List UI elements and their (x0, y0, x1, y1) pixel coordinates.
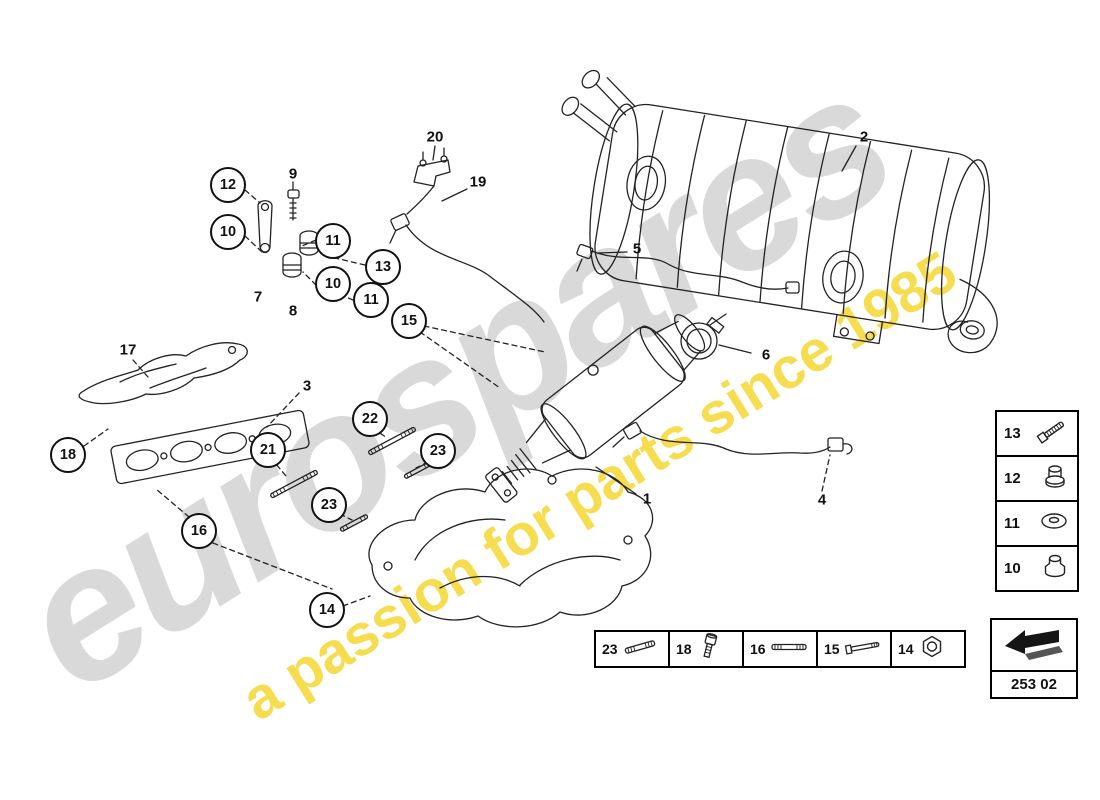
stud-drawings (270, 426, 433, 532)
callout-10[interactable]: 10 (210, 214, 246, 250)
label-3[interactable]: 3 (302, 377, 312, 395)
right-panel-cell-10[interactable]: 10 (995, 545, 1079, 592)
oxygen-sensor-4-drawing (612, 421, 853, 455)
oxygen-sensor-5-drawing (576, 243, 800, 294)
lock-nut-icon (918, 633, 946, 666)
legend-cell-16[interactable]: 16 (742, 630, 818, 668)
direction-arrow-icon (1001, 622, 1067, 669)
leader-lines-solid (292, 145, 857, 495)
callout-13[interactable]: 13 (365, 249, 401, 285)
callout-12[interactable]: 12 (210, 167, 246, 203)
label-2[interactable]: 2 (859, 128, 869, 146)
legend-cell-14[interactable]: 14 (890, 630, 966, 668)
legend-label-16: 16 (750, 641, 766, 657)
callout-16[interactable]: 16 (181, 513, 217, 549)
diagram-code: 253 02 (990, 672, 1078, 699)
right-panel-cell-12[interactable]: 12 (995, 455, 1079, 502)
callout-11[interactable]: 11 (315, 223, 351, 259)
right-panel-label-10: 10 (1004, 560, 1021, 577)
right-panel-cell-13[interactable]: 13 (995, 410, 1079, 457)
small-parts-drawing (257, 189, 319, 278)
right-fastener-panel: 13 12 (995, 410, 1079, 592)
legend-cell-18[interactable]: 18 (668, 630, 744, 668)
silencer-drawing (561, 69, 998, 354)
sensor-bracket-drawing (413, 147, 451, 187)
callout-22[interactable]: 22 (352, 401, 388, 437)
legend-cell-23[interactable]: 23 (594, 630, 670, 668)
label-5[interactable]: 5 (632, 240, 642, 258)
hex-bolt-icon (1034, 416, 1070, 451)
callout-15[interactable]: 15 (391, 303, 427, 339)
label-20[interactable]: 20 (426, 128, 444, 146)
right-panel-label-13: 13 (1004, 425, 1021, 442)
catalytic-converter-drawing (485, 314, 706, 503)
right-panel-label-12: 12 (1004, 470, 1021, 487)
right-panel-cell-11[interactable]: 11 (995, 500, 1079, 547)
callout-10b[interactable]: 10 (315, 266, 351, 302)
callout-11b[interactable]: 11 (353, 282, 389, 318)
lower-heat-shield-drawing (368, 468, 654, 628)
label-1[interactable]: 1 (642, 490, 652, 508)
stud-icon (622, 634, 658, 665)
callout-18[interactable]: 18 (50, 437, 86, 473)
bottom-legend-strip: 23 18 (594, 630, 966, 668)
washer-icon (1038, 508, 1070, 539)
label-19[interactable]: 19 (469, 173, 487, 191)
clamp-drawing (680, 313, 727, 360)
direction-arrow-box (990, 618, 1078, 672)
callout-14[interactable]: 14 (309, 592, 345, 628)
double-stud-icon (770, 637, 808, 662)
label-8[interactable]: 8 (288, 302, 298, 320)
label-9[interactable]: 9 (288, 165, 298, 183)
label-6[interactable]: 6 (761, 346, 771, 364)
legend-label-15: 15 (824, 641, 840, 657)
oxygen-sensor-19-drawing (389, 185, 545, 323)
legend-label-14: 14 (898, 641, 914, 657)
callout-21[interactable]: 21 (250, 432, 286, 468)
grommet-icon (1040, 551, 1070, 586)
shoulder-bolt-icon (696, 632, 722, 667)
label-7[interactable]: 7 (253, 288, 263, 306)
diagram-code-plate: 253 02 (990, 618, 1078, 699)
legend-label-23: 23 (602, 641, 618, 657)
cap-nut-icon (1040, 461, 1070, 496)
legend-label-18: 18 (676, 641, 692, 657)
label-4[interactable]: 4 (817, 491, 827, 509)
legend-cell-15[interactable]: 15 (816, 630, 892, 668)
upper-heat-shield-drawing (78, 342, 248, 405)
callout-23[interactable]: 23 (420, 433, 456, 469)
callout-23b[interactable]: 23 (311, 487, 347, 523)
label-17[interactable]: 17 (119, 341, 137, 359)
leader-lines-dashed (83, 189, 831, 607)
long-bolt-icon (844, 635, 882, 664)
right-panel-label-11: 11 (1004, 515, 1020, 532)
manifold-gasket-drawing (110, 409, 310, 485)
